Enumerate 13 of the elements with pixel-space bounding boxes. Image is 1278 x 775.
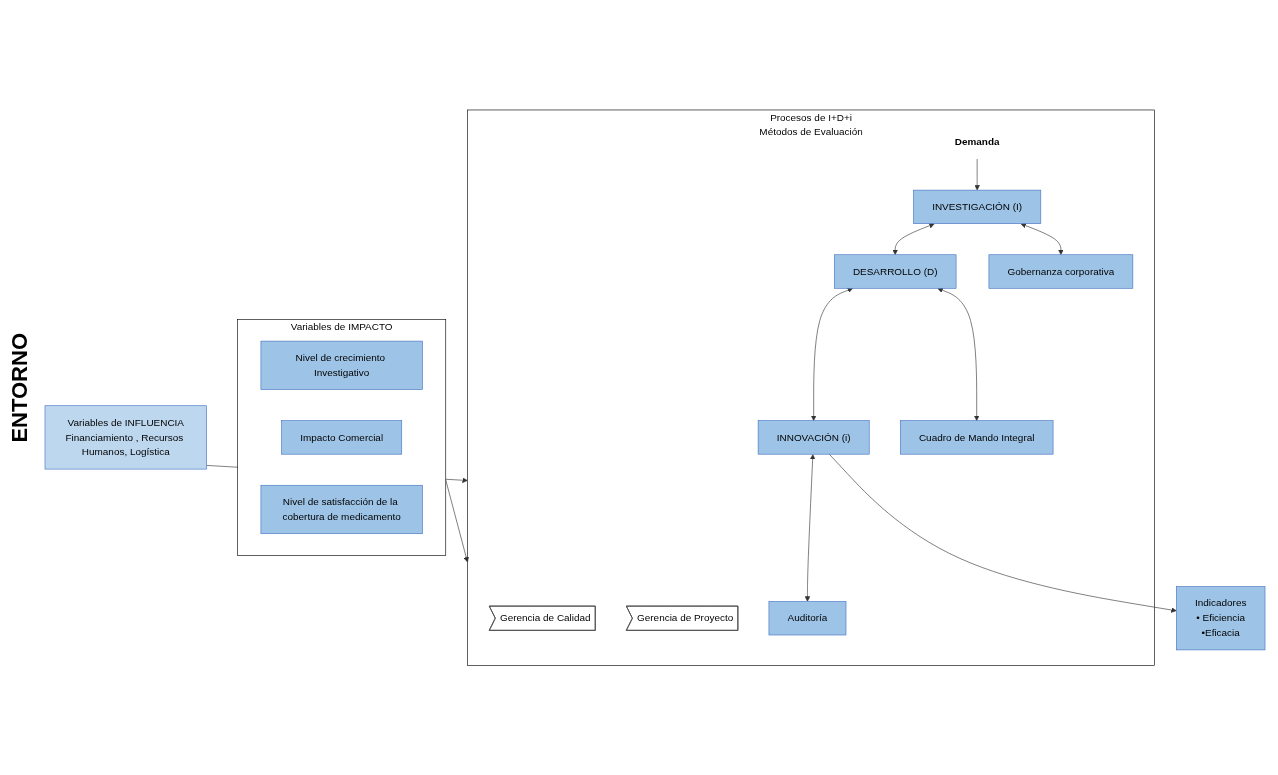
side-label: ENTORNO — [7, 332, 33, 443]
node-box: DESARROLLO (D) — [833, 254, 957, 289]
node-box: Nivel de satisfacción de la cobertura de medicamento — [260, 484, 423, 534]
node-box: Gobernanza corporativa — [988, 254, 1134, 289]
node-box: INVESTIGACIÓN (I) — [913, 189, 1042, 224]
node-box: INNOVACIÓN (i) — [757, 420, 870, 455]
node-box: Nivel de crecimiento Investigativo — [260, 340, 423, 390]
node-box: Impacto Comercial — [281, 420, 403, 455]
node-box: Indicadores • Eficiencia •Eficacia — [1176, 586, 1266, 650]
node-box: Cuadro de Mando Integral — [900, 420, 1054, 455]
node-box: Variables de INFLUENCIA Financiamiento , Recursos Humanos, Logística — [44, 405, 207, 470]
node-box: Auditoría — [768, 600, 847, 636]
node-text: Demanda — [954, 136, 1000, 148]
